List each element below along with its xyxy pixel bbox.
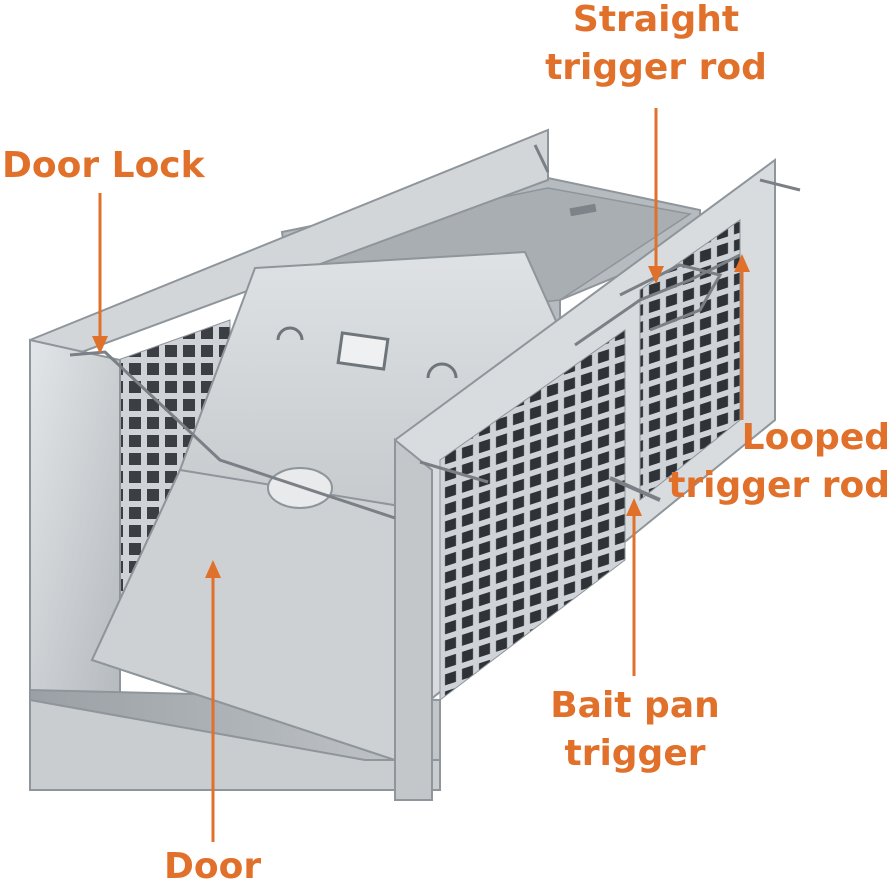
label-door-lock-text: Door Lock [2, 145, 205, 186]
right-mesh-front [439, 329, 626, 702]
label-straight-trigger-rod: Straight trigger rod [540, 0, 772, 92]
label-straight-trigger-rod-line1: Straight [572, 0, 740, 40]
top-rod-left [533, 144, 550, 173]
label-looped-trigger-rod-line2: trigger rod [668, 465, 890, 506]
arrowhead-bait-pan-trigger [626, 498, 642, 516]
right-end-frame [394, 437, 433, 801]
top-rod-right [759, 178, 801, 192]
bait-pan-trigger-wire [609, 476, 661, 502]
bait-pan-slot [569, 203, 597, 217]
straight-trigger-rod-wire [574, 253, 741, 347]
label-bait-pan-trigger: Bait pan trigger [540, 682, 730, 778]
door-lock-wire [69, 350, 396, 520]
label-bait-pan-trigger-line2: trigger [564, 733, 706, 774]
label-looped-trigger-rod-line1: Looped [741, 417, 890, 458]
label-bait-pan-trigger-line1: Bait pan [550, 685, 720, 726]
floor-lip [29, 698, 441, 791]
arrowhead-door [205, 560, 221, 578]
arrowhead-looped-trigger-rod [734, 254, 750, 272]
arrowhead-door-lock [92, 336, 108, 354]
label-straight-trigger-rod-line2: trigger rod [545, 47, 767, 88]
callout-arrows [92, 108, 750, 842]
label-door-lock: Door Lock [2, 142, 205, 190]
label-door-text: Door [164, 846, 262, 887]
side-rod-wire [419, 460, 489, 484]
door-lock-slot [336, 331, 390, 371]
label-door: Door [164, 843, 261, 891]
door-cutout-left [276, 326, 304, 341]
arrowhead-straight-trigger-rod [648, 266, 664, 284]
door-cutout-right [426, 362, 458, 379]
label-looped-trigger-rod: Looped trigger rod [668, 414, 890, 510]
